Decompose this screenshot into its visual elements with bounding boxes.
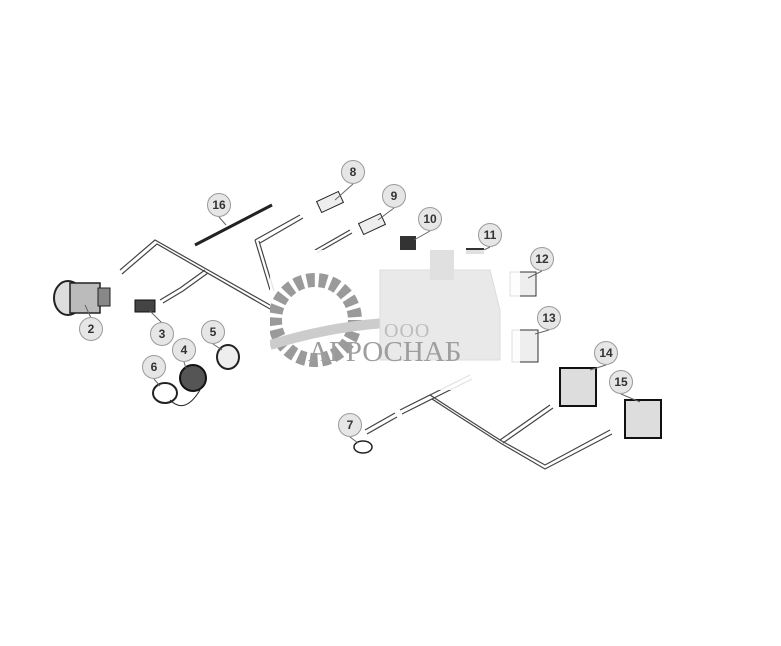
connector-8-icon [315, 190, 345, 214]
cap-6-icon [152, 382, 178, 404]
watermark-prefix: ООО [384, 320, 431, 342]
callout-8: 8 [341, 160, 365, 184]
callout-16: 16 [207, 193, 231, 217]
callout-10: 10 [418, 207, 442, 231]
connector-15-icon [624, 399, 662, 439]
socket-4-icon [179, 364, 207, 392]
callout-7: 7 [338, 413, 362, 437]
cable-tie-16-icon [194, 203, 273, 247]
callout-6: 6 [142, 355, 166, 379]
callout-11: 11 [478, 223, 502, 247]
connector-9-icon [357, 212, 387, 236]
callout-14: 14 [594, 341, 618, 365]
connector-2-icon [53, 280, 111, 316]
ring-terminal-7-icon [353, 440, 373, 454]
callout-4: 4 [172, 338, 196, 362]
callout-12: 12 [530, 247, 554, 271]
watermark-name: АГРОСНАБ [308, 336, 462, 368]
connector-3-icon [134, 299, 156, 313]
connector-10-icon [400, 236, 416, 250]
callout-9: 9 [382, 184, 406, 208]
connector-14-icon [559, 367, 597, 407]
callout-13: 13 [537, 306, 561, 330]
callout-5: 5 [201, 320, 225, 344]
nut-5-icon [216, 344, 240, 370]
callout-15: 15 [609, 370, 633, 394]
agrosnab-logo-watermark [270, 250, 520, 390]
callout-2: 2 [79, 317, 103, 341]
callout-3: 3 [150, 322, 174, 346]
